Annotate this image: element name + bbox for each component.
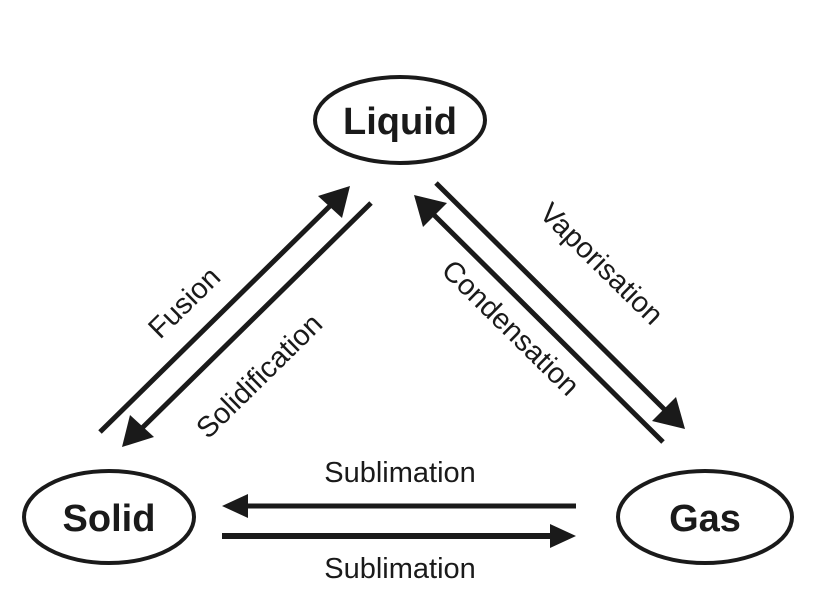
edge-condensation: Condensation: [414, 195, 665, 444]
edge-vaporisation-line: [434, 181, 671, 416]
edge-vaporisation-label: Vaporisation: [533, 197, 669, 331]
node-solid-label: Solid: [63, 498, 156, 540]
edge-vaporisation-arrowhead: [652, 397, 685, 429]
edge-sublimation-gas-to-solid-label: Sublimation: [324, 457, 476, 489]
edge-condensation-line: [428, 209, 665, 444]
edge-condensation-label: Condensation: [435, 254, 585, 402]
node-gas: Gas: [616, 469, 794, 565]
edge-solidification-arrowhead: [122, 415, 154, 447]
node-liquid-label: Liquid: [343, 101, 457, 143]
edge-fusion-arrowhead: [318, 186, 350, 218]
node-solid-ellipse: [22, 469, 196, 565]
edge-solidification-line: [136, 201, 373, 434]
node-liquid: Liquid: [313, 75, 487, 165]
edge-fusion-label: Fusion: [142, 261, 227, 345]
edge-sublimation-solid-to-gas-label: Sublimation: [324, 553, 476, 585]
node-gas-ellipse: [616, 469, 794, 565]
edge-sublimation-gas-to-solid: Sublimation: [222, 457, 576, 518]
edge-sublimation-gas-to-solid-arrowhead: [222, 494, 248, 518]
edge-fusion-line: [98, 199, 337, 434]
edge-condensation-arrowhead: [414, 195, 447, 227]
node-solid: Solid: [22, 469, 196, 565]
edge-solidification-label: Solidification: [190, 308, 329, 445]
edge-sublimation-solid-to-gas: Sublimation: [222, 524, 576, 585]
node-liquid-ellipse: [313, 75, 487, 165]
node-gas-label: Gas: [669, 498, 741, 540]
edge-sublimation-solid-to-gas-arrowhead: [550, 524, 576, 548]
